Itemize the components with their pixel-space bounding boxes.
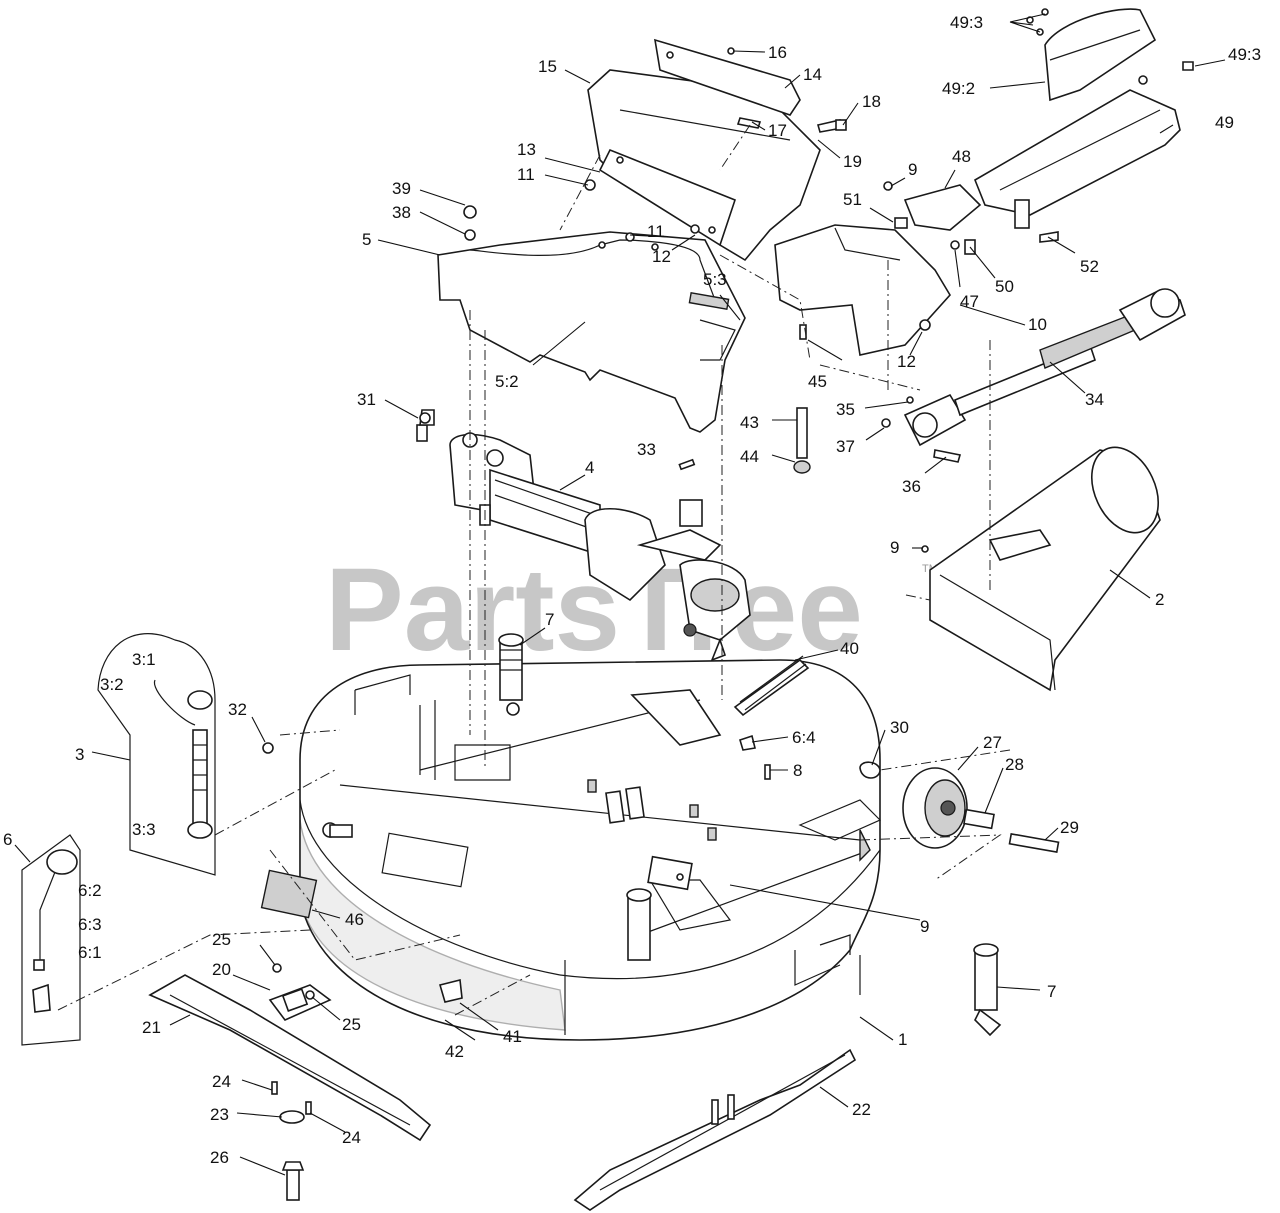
callout-32: 32 [228,700,247,719]
callout-10: 10 [1028,315,1047,334]
callout-23: 23 [210,1105,229,1124]
callout-8: 8 [793,761,802,780]
callout-51: 51 [843,190,862,209]
callout-12-left: 12 [652,247,671,266]
callout-43: 43 [740,413,759,432]
callout-37: 37 [836,437,855,456]
callout-47: 47 [960,292,979,311]
top-hardware [463,47,847,340]
misc-hardware [260,8,1194,1003]
callout-13: 13 [517,140,536,159]
callout-28: 28 [1005,755,1024,774]
callout-6-3: 6:3 [78,915,102,934]
callout-42: 42 [445,1042,464,1061]
callout-48: 48 [952,147,971,166]
inset-height-pin [97,633,216,876]
callout-11-right: 11 [647,222,665,241]
callout-39: 39 [392,179,411,198]
callout-14: 14 [803,65,822,84]
callout-3: 3 [75,745,84,764]
callout-9-mid: 9 [890,538,899,557]
callout-6-1: 6:1 [78,943,102,962]
callout-6-2: 6:2 [78,881,102,900]
spring-and-pins [678,407,811,717]
callout-27: 27 [983,733,1002,752]
gearbox-assembly [449,432,751,662]
callout-16: 16 [768,43,787,62]
callout-15: 15 [538,57,557,76]
callout-44: 44 [740,447,759,466]
callout-24-right: 24 [342,1128,361,1147]
height-pins [498,633,1002,1037]
upper-bracket [587,38,821,262]
callout-34: 34 [1085,390,1104,409]
callout-50: 50 [995,277,1014,296]
callout-21: 21 [142,1018,161,1037]
callout-45: 45 [808,372,827,391]
callout-3-2: 3:2 [100,675,124,694]
discharge-chute [929,446,1161,692]
callout-9-top: 9 [908,160,917,179]
right-shield-assembly [774,8,1181,356]
inset-lift-link [21,834,81,1046]
callout-29: 29 [1060,818,1079,837]
callout-5: 5 [362,230,371,249]
callout-17: 17 [768,121,787,140]
callout-25-right: 25 [342,1015,361,1034]
drive-shaft [881,288,1186,463]
callout-38: 38 [392,203,411,222]
callout-6: 6 [3,830,12,849]
callout-labels: 1 2 3 3:1 3:2 3:3 4 5 5:2 5:3 6 6:1 6:2 … [3,13,1261,1167]
callout-35: 35 [836,400,855,419]
callout-3-1: 3:1 [132,650,156,669]
callout-2: 2 [1155,590,1164,609]
callout-46: 46 [345,910,364,929]
callout-33: 33 [637,440,656,459]
callout-22: 22 [852,1100,871,1119]
callout-19: 19 [843,152,862,171]
gauge-wheel [859,761,1060,854]
callout-30: 30 [890,718,909,737]
callout-6-4: 6:4 [792,728,816,747]
callout-3-3: 3:3 [132,820,156,839]
callout-7-right: 7 [1047,982,1056,1001]
callout-7-top: 7 [545,610,554,629]
callout-41: 41 [503,1027,522,1046]
callout-12-right: 12 [897,352,916,371]
callout-24-left: 24 [212,1072,231,1091]
callout-49: 49 [1215,113,1234,132]
callout-leaders [14,13,1226,1176]
callout-49-3-right: 49:3 [1228,45,1261,64]
callout-49-3-top: 49:3 [950,13,983,32]
callout-25-left: 25 [212,930,231,949]
callout-49-2: 49:2 [942,79,975,98]
callout-31: 31 [357,390,376,409]
callout-4: 4 [585,458,594,477]
assembly-lines [57,124,1011,1016]
callout-26: 26 [210,1148,229,1167]
mower-deck [299,659,882,1041]
callout-11-left: 11 [517,165,535,184]
callout-20: 20 [212,960,231,979]
callout-1: 1 [898,1030,907,1049]
callout-18: 18 [862,92,881,111]
callout-36: 36 [902,477,921,496]
upper-mount-plate [437,231,746,433]
cutting-blades [148,963,857,1211]
callout-5-3: 5:3 [703,270,727,289]
callout-40: 40 [840,639,859,658]
callout-9-bottom: 9 [920,917,929,936]
callout-5-2: 5:2 [495,372,519,391]
callout-52: 52 [1080,257,1099,276]
